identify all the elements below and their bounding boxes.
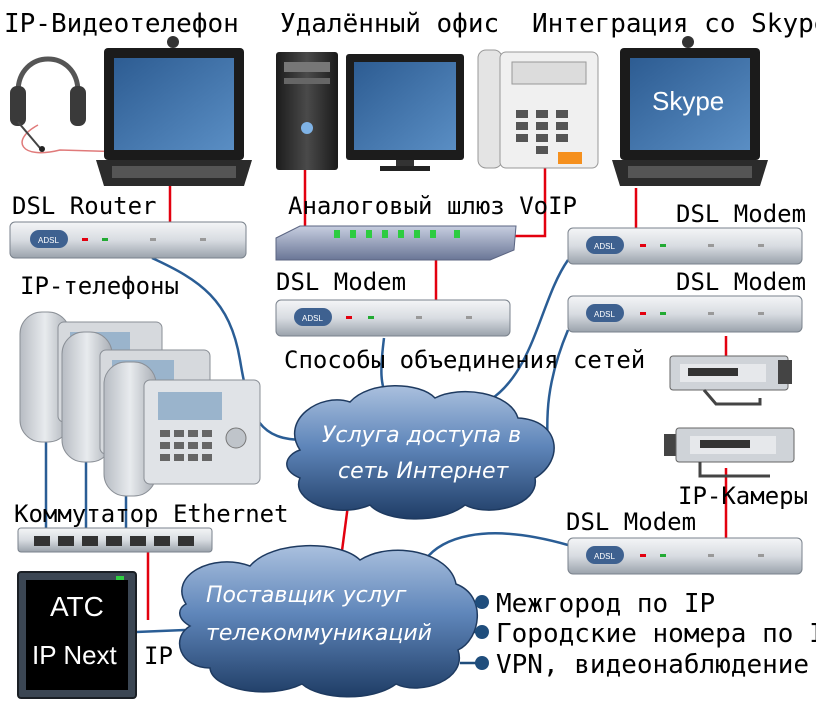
dsl-router-device: ADSL [9,221,247,259]
label-dsl-modem-3: DSL Modem [566,508,696,536]
title-skype-integration: Интеграция со Skype [532,9,816,39]
label-dsl-modem-1: DSL Modem [676,200,806,228]
desk-phone-icon [477,49,599,169]
services-list: Межгород по IP Городские номера по IP VP… [475,589,816,680]
ethernet-switch-device [17,527,213,553]
label-ip-phones: IP-телефоны [20,272,179,300]
cloud-provider-line2: телекоммуникаций [206,621,432,646]
ip-phone-3 [103,361,261,497]
service-bullet-3 [475,656,489,670]
label-dsl-modem-center: DSL Modem [276,268,406,296]
dsl-modem-right-3: ADSL [567,537,803,575]
cloud-telecom-provider: Поставщик услуг телекоммуникаций [179,545,479,698]
svg-text:ADSL: ADSL [594,310,615,319]
section-titles: IP-Видеотелефон Удалённый офис Интеграци… [4,9,816,39]
svg-text:ADSL: ADSL [594,552,615,561]
skype-screen-label: Skype [652,86,724,116]
svg-text:ADSL: ADSL [594,242,615,251]
dsl-modem-right-2: ADSL [567,295,803,333]
ip-phones-group [19,311,261,497]
dsl-modem-right-1: ADSL [567,227,803,265]
cloud-internet-access: Услуга доступа в сеть Интернет [286,385,555,520]
dsl-modem-center: ADSL [275,299,511,337]
cloud-internet-line1: Услуга доступа в [322,423,521,448]
svg-text:ADSL: ADSL [38,236,59,245]
label-dsl-modem-2: DSL Modem [676,268,806,296]
service-item-2: Городские номера по IP [496,619,816,649]
blue-link-router-internet [151,256,306,442]
ip-camera-1 [669,355,792,406]
desktop-monitor [346,54,464,171]
ats-line1: АТС [50,591,104,622]
label-ethernet-switch: Коммутатор Ethernet [14,500,289,528]
service-item-1: Межгород по IP [496,589,715,619]
service-item-3: VPN, видеонаблюдение [496,650,809,680]
headset-icon [10,56,86,152]
label-network-methods: Способы объединения сетей [284,346,645,374]
blue-link-modem3-provider [424,532,569,561]
service-bullet-1 [475,595,489,609]
ats-line2: IP Next [32,640,118,670]
svg-text:ADSL: ADSL [302,314,323,323]
ip-camera-2 [664,427,795,478]
label-analog-gateway: Аналоговый шлюз VoIP [288,192,577,220]
title-ip-videophone: IP-Видеотелефон [4,9,239,39]
service-bullet-2 [475,625,489,639]
label-ip: IP [144,642,173,670]
red-link-phone-gateway [505,168,547,238]
blue-link-ats-provider [135,628,186,634]
red-link-headset [21,124,131,154]
ats-ip-next-device: АТС IP Next [17,571,137,699]
title-remote-office: Удалённый офис [280,9,499,39]
laptop-skype: Skype [612,36,768,186]
laptop-videophone [96,36,252,186]
blue-link-modem1-internet [489,259,570,402]
label-dsl-router: DSL Router [12,192,157,220]
cloud-provider-line1: Поставщик услуг [206,583,407,608]
analog-voip-gateway-device [275,225,517,261]
pc-tower [276,52,338,170]
cloud-internet-line2: сеть Интернет [338,459,509,484]
label-ip-cameras: IP-Камеры [678,482,808,510]
